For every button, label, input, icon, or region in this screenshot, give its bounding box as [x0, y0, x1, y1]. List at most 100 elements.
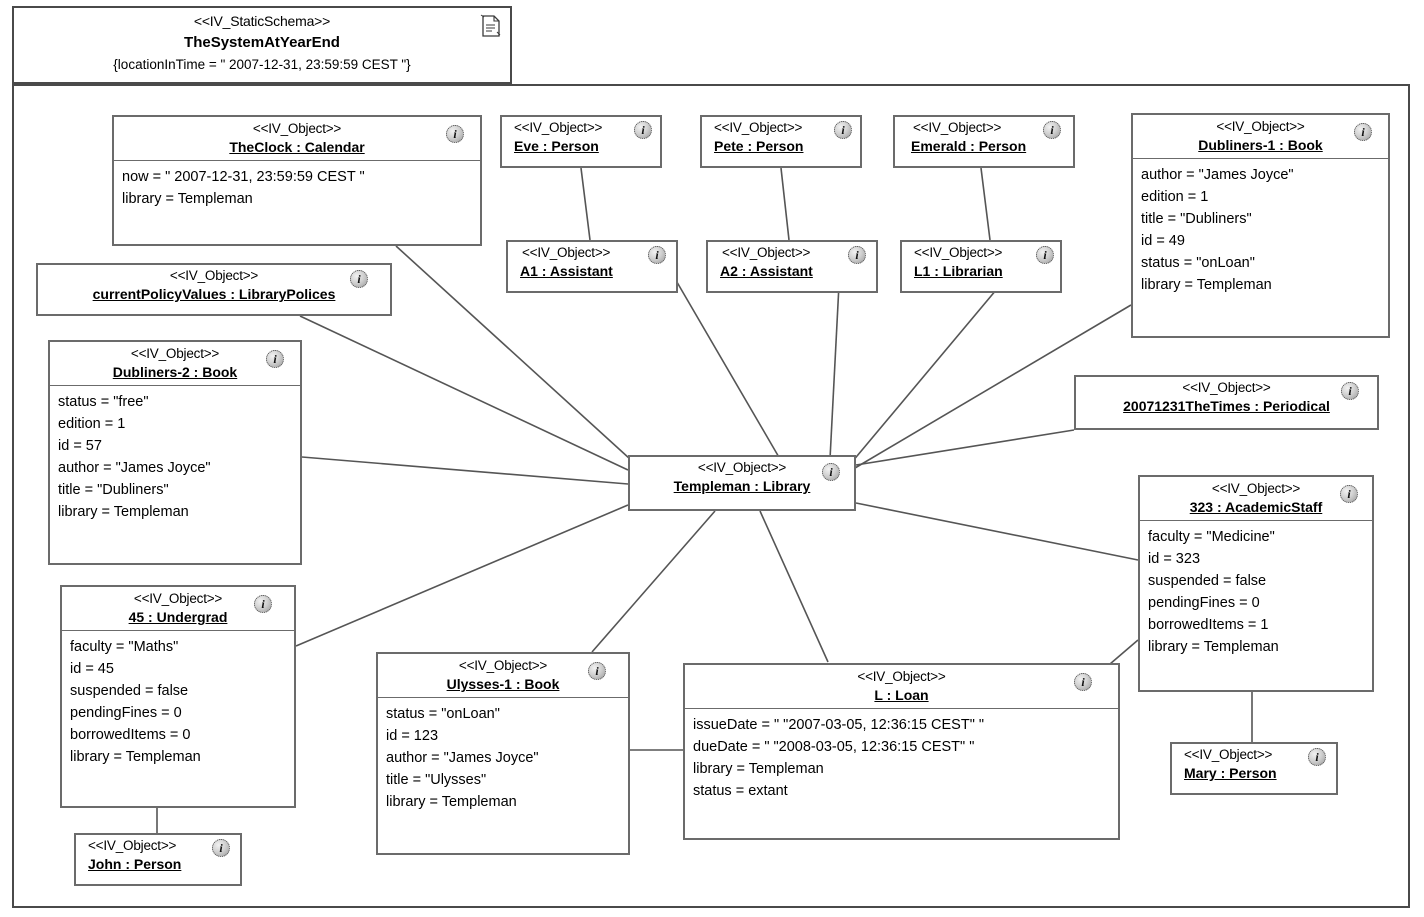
object-name: Templeman : Library — [673, 478, 811, 494]
attribute-row: id = 45 — [70, 661, 114, 677]
object-header: <<IV_Object>> Emerald : Person i — [895, 117, 1073, 159]
object-header: <<IV_Object>> Templeman : Library i — [630, 457, 854, 499]
object-stereotype: <<IV_Object>> — [458, 658, 548, 673]
info-icon[interactable]: i — [254, 595, 272, 613]
attribute-row: status = "free" — [58, 394, 149, 410]
attribute-row: issueDate = " "2007-03-05, 12:36:15 CEST… — [693, 717, 985, 733]
object-box-ulysses1[interactable]: <<IV_Object>> Ulysses-1 : Book i status … — [376, 652, 630, 855]
info-icon[interactable]: i — [1043, 121, 1061, 139]
object-name: Eve : Person — [514, 138, 599, 154]
object-header: <<IV_Object>> John : Person i — [76, 835, 240, 877]
object-name: Dubliners-2 : Book — [112, 364, 238, 380]
object-attributes: issueDate = " "2007-03-05, 12:36:15 CEST… — [685, 709, 1118, 808]
object-header: <<IV_Object>> TheClock : Calendar i — [114, 117, 480, 161]
object-box-academicstaff[interactable]: <<IV_Object>> 323 : AcademicStaff i facu… — [1138, 475, 1374, 692]
object-attributes: status = "onLoan" id = 123 author = "Jam… — [378, 698, 628, 819]
attribute-row: edition = 1 — [58, 416, 126, 432]
info-icon[interactable]: i — [446, 125, 464, 143]
info-icon[interactable]: i — [1341, 382, 1359, 400]
object-box-loan[interactable]: <<IV_Object>> L : Loan i issueDate = " "… — [683, 663, 1120, 840]
info-icon[interactable]: i — [1036, 246, 1054, 264]
object-attributes: author = "James Joyce" edition = 1 title… — [1133, 159, 1388, 302]
object-box-undergrad[interactable]: <<IV_Object>> 45 : Undergrad i faculty =… — [60, 585, 296, 808]
info-icon[interactable]: i — [822, 463, 840, 481]
object-header: <<IV_Object>> 45 : Undergrad i — [62, 587, 294, 631]
object-name: Dubliners-1 : Book — [1198, 137, 1323, 153]
object-box-templeman[interactable]: <<IV_Object>> Templeman : Library i — [628, 455, 856, 511]
object-name: 323 : AcademicStaff — [1189, 499, 1323, 515]
object-attributes: status = "free" edition = 1 id = 57 auth… — [50, 386, 300, 529]
object-box-mary[interactable]: <<IV_Object>> Mary : Person i — [1170, 742, 1338, 795]
object-box-a1[interactable]: <<IV_Object>> A1 : Assistant i — [506, 240, 678, 293]
attribute-row: id = 323 — [1148, 551, 1201, 567]
object-box-policy[interactable]: <<IV_Object>> currentPolicyValues : Libr… — [36, 263, 392, 316]
object-name: Pete : Person — [714, 138, 804, 154]
object-stereotype: <<IV_Object>> — [130, 346, 220, 361]
object-name: A2 : Assistant — [720, 263, 813, 279]
attribute-row: id = 123 — [386, 728, 439, 744]
info-icon[interactable]: i — [1308, 748, 1326, 766]
object-header: <<IV_Object>> Mary : Person i — [1172, 744, 1336, 786]
object-box-dubliners1[interactable]: <<IV_Object>> Dubliners-1 : Book i autho… — [1131, 113, 1390, 338]
schema-package-header: <<IV_StaticSchema>> TheSystemAtYearEnd {… — [12, 6, 512, 84]
info-icon[interactable]: i — [588, 662, 606, 680]
object-stereotype: <<IV_Object>> — [514, 120, 603, 135]
attribute-row: title = "Ulysses" — [386, 772, 487, 788]
object-header: <<IV_Object>> currentPolicyValues : Libr… — [38, 265, 390, 307]
info-icon[interactable]: i — [266, 350, 284, 368]
info-icon[interactable]: i — [1340, 485, 1358, 503]
object-box-emerald[interactable]: <<IV_Object>> Emerald : Person i — [893, 115, 1075, 168]
object-box-times[interactable]: <<IV_Object>> 20071231TheTimes : Periodi… — [1074, 375, 1379, 430]
info-icon[interactable]: i — [1074, 673, 1092, 691]
object-box-dubliners2[interactable]: <<IV_Object>> Dubliners-2 : Book i statu… — [48, 340, 302, 565]
info-icon[interactable]: i — [648, 246, 666, 264]
object-attributes: faculty = "Maths" id = 45 suspended = fa… — [62, 631, 294, 774]
info-icon[interactable]: i — [834, 121, 852, 139]
info-icon[interactable]: i — [350, 270, 368, 288]
object-box-l1[interactable]: <<IV_Object>> L1 : Librarian i — [900, 240, 1062, 293]
attribute-row: status = extant — [693, 783, 788, 799]
attribute-row: pendingFines = 0 — [1148, 595, 1260, 611]
attribute-row: suspended = false — [1148, 573, 1267, 589]
attribute-row: title = "Dubliners" — [1141, 211, 1252, 227]
attribute-row: borrowedItems = 1 — [1148, 617, 1269, 633]
attribute-row: pendingFines = 0 — [70, 705, 182, 721]
object-name: Ulysses-1 : Book — [446, 676, 560, 692]
object-header: <<IV_Object>> Dubliners-1 : Book i — [1133, 115, 1388, 159]
object-box-theclock[interactable]: <<IV_Object>> TheClock : Calendar i now … — [112, 115, 482, 246]
object-header: <<IV_Object>> Pete : Person i — [702, 117, 860, 159]
object-attributes: now = " 2007-12-31, 23:59:59 CEST " libr… — [114, 161, 480, 216]
object-name: TheClock : Calendar — [229, 139, 365, 155]
object-name: A1 : Assistant — [520, 263, 613, 279]
object-stereotype: <<IV_Object>> — [722, 245, 811, 260]
object-name: Emerald : Person — [911, 138, 1027, 154]
object-stereotype: <<IV_Object>> — [88, 838, 177, 853]
attribute-row: id = 49 — [1141, 233, 1185, 249]
attribute-row: status = "onLoan" — [1141, 255, 1255, 271]
object-header: <<IV_Object>> L1 : Librarian i — [902, 242, 1060, 284]
attribute-row: library = Templeman — [1141, 277, 1272, 293]
object-stereotype: <<IV_Object>> — [714, 120, 803, 135]
info-icon[interactable]: i — [634, 121, 652, 139]
object-box-a2[interactable]: <<IV_Object>> A2 : Assistant i — [706, 240, 878, 293]
info-icon[interactable]: i — [1354, 123, 1372, 141]
object-stereotype: <<IV_Object>> — [133, 591, 223, 606]
object-box-eve[interactable]: <<IV_Object>> Eve : Person i — [500, 115, 662, 168]
object-box-pete[interactable]: <<IV_Object>> Pete : Person i — [700, 115, 862, 168]
attribute-row: library = Templeman — [386, 794, 517, 810]
info-icon[interactable]: i — [848, 246, 866, 264]
schema-title: TheSystemAtYearEnd — [184, 34, 340, 51]
object-header: <<IV_Object>> Eve : Person i — [502, 117, 660, 159]
attribute-row: library = Templeman — [693, 761, 824, 777]
info-icon[interactable]: i — [212, 839, 230, 857]
object-header: <<IV_Object>> Dubliners-2 : Book i — [50, 342, 300, 386]
object-box-john[interactable]: <<IV_Object>> John : Person i — [74, 833, 242, 886]
object-stereotype: <<IV_Object>> — [913, 120, 1002, 135]
schema-document-icon — [480, 14, 501, 37]
object-name: 20071231TheTimes : Periodical — [1123, 398, 1330, 414]
attribute-row: id = 57 — [58, 438, 102, 454]
object-stereotype: <<IV_Object>> — [169, 268, 259, 283]
attribute-row: library = Templeman — [70, 749, 201, 765]
attribute-row: faculty = "Maths" — [70, 639, 179, 655]
